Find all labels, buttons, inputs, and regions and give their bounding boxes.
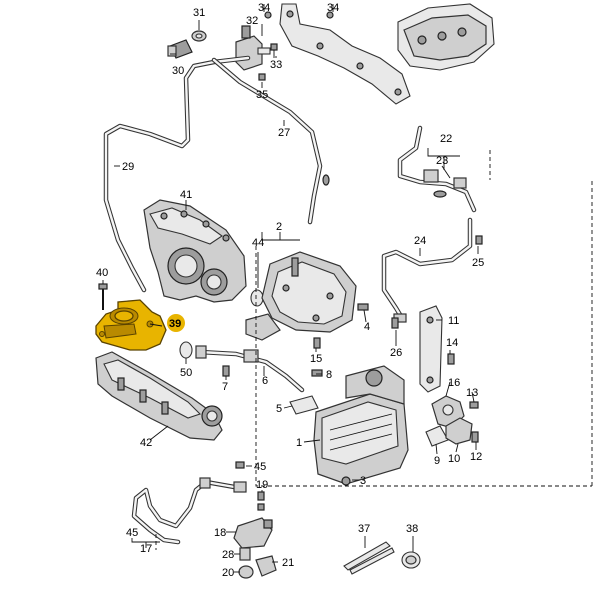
label-22: 22 (440, 133, 452, 145)
bolt-40 (98, 283, 108, 310)
label-15: 15 (310, 353, 322, 365)
label-39: 39 (169, 318, 181, 330)
label-4: 4 (364, 321, 370, 333)
engine-head-cover (397, 3, 495, 71)
label-35: 35 (256, 89, 268, 101)
label-42: 42 (140, 437, 152, 449)
cable-ties-37 (343, 541, 395, 575)
label-29: 29 (122, 161, 134, 173)
label-12: 12 (470, 451, 482, 463)
egr-pipe-6 (195, 345, 305, 393)
label-45-b: 45 (126, 527, 138, 539)
fitting-20 (238, 565, 254, 579)
label-34-b: 34 (327, 2, 339, 14)
label-50: 50 (180, 367, 192, 379)
turbocharger-41 (143, 199, 247, 303)
group-lines (155, 150, 593, 550)
hose-clamp-38 (401, 551, 421, 569)
grommet-30 (167, 39, 193, 59)
clip-26 (391, 317, 399, 329)
vacuum-line-24 (381, 217, 473, 323)
label-6: 6 (262, 375, 268, 387)
bracket-11 (419, 305, 443, 393)
label-39-bubble (167, 314, 185, 332)
label-14: 14 (446, 337, 458, 349)
label-2: 2 (276, 221, 282, 233)
label-31: 31 (193, 7, 205, 19)
screw-33 (270, 43, 278, 58)
label-16: 16 (448, 377, 460, 389)
egr-flange-39-highlighted (95, 299, 167, 351)
label-11: 11 (448, 315, 459, 327)
label-1: 1 (296, 437, 302, 449)
connector-19 (257, 491, 265, 511)
pipe-10 (445, 417, 473, 445)
egr-module-2 (245, 251, 357, 341)
label-25: 25 (472, 257, 484, 269)
bolt-12 (471, 431, 479, 443)
label-21: 21 (282, 557, 294, 569)
vacuum-assembly-22 (397, 125, 477, 213)
label-28: 28 (222, 549, 234, 561)
label-30: 30 (172, 65, 184, 77)
label-26: 26 (390, 347, 402, 359)
label-27: 27 (278, 127, 290, 139)
part-labels: 31 32 34 34 30 33 35 27 29 41 2 44 22 23… (96, 2, 484, 579)
vacuum-line-27 (103, 55, 330, 293)
vacuum-line-17 (131, 477, 247, 545)
bolt-14 (447, 353, 455, 365)
label-40: 40 (96, 267, 108, 279)
label-41: 41 (180, 189, 192, 201)
label-23: 23 (436, 155, 448, 167)
label-5: 5 (276, 403, 282, 415)
label-45-a: 45 (254, 461, 266, 473)
leader-lines (102, 4, 479, 573)
label-8: 8 (326, 369, 332, 381)
nut-3 (341, 476, 351, 486)
label-3: 3 (360, 475, 366, 487)
clip-45 (235, 461, 245, 469)
bolt-15 (313, 337, 321, 349)
heat-shield-bracket (279, 3, 411, 105)
bolt-4 (357, 303, 369, 311)
label-44: 44 (252, 237, 264, 249)
intake-manifold-42 (95, 351, 223, 441)
gasket-50 (179, 341, 193, 359)
label-24: 24 (414, 235, 426, 247)
gasket-5 (289, 395, 319, 415)
label-17: 17 (140, 543, 152, 555)
label-9: 9 (434, 455, 440, 467)
label-34-a: 34 (258, 2, 270, 14)
clip-25 (475, 235, 483, 245)
fitting-28 (239, 547, 251, 561)
bolt-8 (311, 369, 323, 377)
label-18: 18 (214, 527, 226, 539)
label-20: 20 (222, 567, 234, 579)
hose-clamp-31 (191, 30, 207, 42)
label-13: 13 (466, 387, 478, 399)
label-10: 10 (448, 453, 460, 465)
bolt-7 (222, 365, 230, 377)
label-19: 19 (256, 479, 268, 491)
bolt-13 (469, 401, 479, 409)
valve-18 (233, 517, 273, 549)
label-38: 38 (406, 523, 418, 535)
label-37: 37 (358, 523, 370, 535)
bolt-35 (258, 73, 266, 81)
pressure-converter-32 (235, 25, 271, 71)
bolt-34 (264, 11, 334, 19)
label-33: 33 (270, 59, 282, 71)
label-7: 7 (222, 381, 228, 393)
o-ring-44 (250, 289, 264, 307)
cap-21 (255, 555, 277, 577)
egr-cooler-1 (313, 365, 409, 485)
gasket-9 (425, 425, 449, 447)
label-32: 32 (246, 15, 258, 27)
